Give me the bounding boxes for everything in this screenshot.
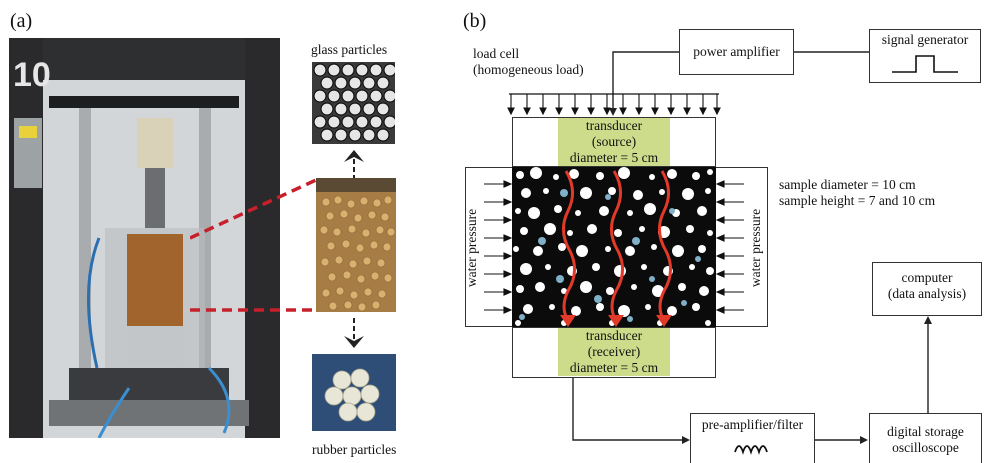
source-transducer: transducer (source) diameter = 5 cm [558, 118, 670, 166]
glass-particles-photo [312, 62, 395, 144]
sample-closeup-photo [316, 178, 396, 312]
rubber-particles-photo [312, 354, 396, 431]
receiver-transducer-line3: diameter = 5 cm [569, 360, 659, 375]
up-arrow-icon [344, 150, 364, 180]
signal-generator-label: signal generator [881, 32, 969, 47]
right-pressure-arrows [716, 180, 744, 314]
preamp-label: pre-amplifier/filter [701, 417, 804, 432]
water-pressure-right-label: water pressure [748, 208, 763, 288]
down-arrow-icon [344, 318, 364, 348]
granular-sample [512, 167, 716, 327]
panel-b-label: (b) [463, 10, 487, 32]
oscilloscope-line2: oscilloscope [892, 440, 959, 455]
zoom-connectors [190, 178, 317, 312]
power-amplifier-box: power amplifier [679, 29, 794, 75]
water-pressure-left-label: water pressure [464, 208, 479, 288]
load-cell-line2: (homogeneous load) [473, 62, 584, 77]
computer-line2: (data analysis) [887, 286, 967, 301]
sample-info: sample diameter = 10 cm sample height = … [779, 177, 935, 209]
source-transducer-line3: diameter = 5 cm [569, 150, 659, 165]
test-frame-photo: 10 [9, 38, 280, 438]
panel-a-label: (a) [10, 10, 33, 32]
load-arrows [507, 93, 721, 116]
load-cell-line1: load cell [473, 46, 520, 61]
receiver-transducer-line2: (receiver) [587, 344, 641, 359]
receiver-transducer: transducer (receiver) diameter = 5 cm [558, 328, 670, 376]
glass-particles-label: glass particles [311, 42, 388, 57]
filter-wave-icon [734, 445, 768, 455]
rubber-particles-label: rubber particles [312, 442, 397, 457]
receiver-transducer-line1: transducer [585, 328, 643, 343]
power-amplifier-label: power amplifier [693, 44, 780, 59]
computer-line1: computer [901, 270, 953, 285]
oscilloscope-box: digital storage oscilloscope [869, 413, 982, 463]
load-cell-label: load cell (homogeneous load) [473, 46, 584, 78]
signal-generator-box: signal generator [869, 29, 981, 83]
pulse-signal-icon [892, 55, 958, 73]
computer-box: computer (data analysis) [872, 262, 982, 316]
preamp-box: pre-amplifier/filter [690, 413, 815, 463]
sample-diameter-text: sample diameter = 10 cm [779, 177, 916, 192]
source-transducer-line2: (source) [591, 134, 637, 149]
sample-height-text: sample height = 7 and 10 cm [779, 193, 936, 208]
machine-number: 10 [13, 56, 51, 94]
source-transducer-line1: transducer [585, 118, 643, 133]
oscilloscope-line1: digital storage [887, 424, 964, 439]
left-pressure-arrows [484, 180, 512, 314]
